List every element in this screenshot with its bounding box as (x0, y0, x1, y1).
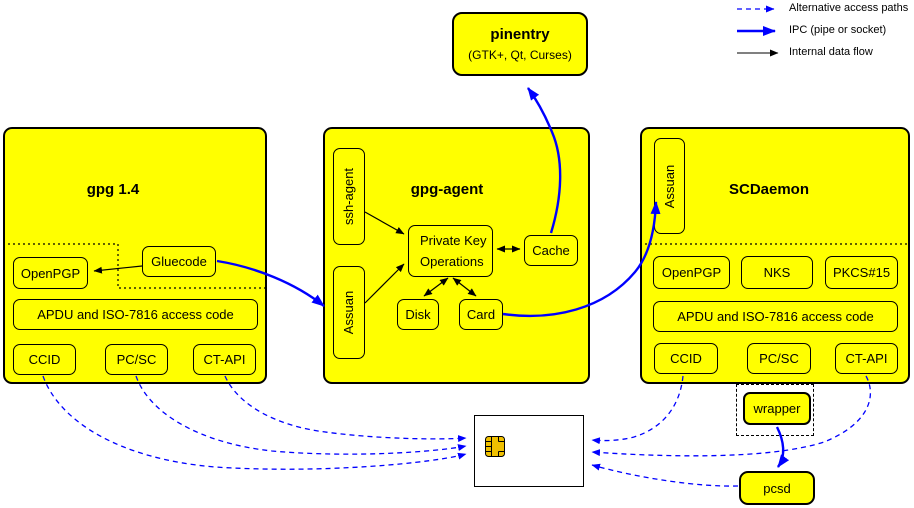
legend-label-alternative-access: Alternative access paths (789, 2, 909, 14)
ccid-node-gpg14: CCID (13, 344, 76, 375)
openpgp-node-gpg14: OpenPGP (13, 257, 88, 289)
alt-ctapi-scdaemon-to-card (591, 375, 872, 457)
smartcard (474, 415, 584, 487)
alt-pcsc-gpg14-to-card (135, 375, 467, 455)
pko-line1: Private Key (420, 233, 487, 248)
alt-ccid-scdaemon-to-card (591, 375, 684, 445)
disk-node: Disk (397, 299, 439, 330)
ctapi-node-gpg14: CT-API (193, 344, 256, 375)
assuan-node-gpg-agent: Assuan (333, 266, 365, 359)
pcsd-node: pcsd (739, 471, 815, 505)
assuan-node-scdaemon: Assuan (654, 138, 685, 234)
pinentry-node: pinentry (GTK+, Qt, Curses) (452, 12, 588, 76)
alt-ccid-gpg14-to-card (42, 375, 467, 470)
apdu-access-node-gpg14: APDU and ISO-7816 access code (13, 299, 258, 330)
pcsc-node-scdaemon: PC/SC (747, 343, 811, 374)
ssh-agent-node: ssh-agent (333, 148, 365, 245)
legend-label-internal-data-flow: Internal data flow (789, 46, 873, 58)
pko-line2: Operations (420, 254, 484, 269)
nks-node: NKS (741, 256, 813, 289)
assuan-label-scdaemon: Assuan (662, 164, 677, 208)
assuan-label-gpg-agent: Assuan (341, 290, 357, 335)
pinentry-title: pinentry (490, 26, 550, 43)
alt-ctapi-gpg14-to-card (224, 375, 467, 443)
pinentry-subtitle: (GTK+, Qt, Curses) (468, 48, 572, 62)
legend-label-ipc: IPC (pipe or socket) (789, 24, 887, 36)
smartcard-chip-icon (485, 436, 505, 457)
apdu-access-node-scdaemon: APDU and ISO-7816 access code (653, 301, 898, 332)
alt-pcsd-to-card (591, 463, 739, 487)
ctapi-node-scdaemon: CT-API (835, 343, 898, 374)
legend-arrow-glyphs (737, 5, 779, 57)
card-node: Card (459, 299, 503, 330)
gpg-agent-title: gpg-agent (410, 181, 484, 198)
cache-node: Cache (524, 235, 578, 266)
openpgp-node-scdaemon: OpenPGP (653, 256, 730, 289)
scdaemon-title: SCDaemon (728, 181, 810, 198)
gpg14-title: gpg 1.4 (86, 181, 140, 198)
private-key-operations-node: Private Key Operations (408, 225, 493, 277)
pkcs15-node: PKCS#15 (825, 256, 898, 289)
ccid-node-scdaemon: CCID (654, 343, 718, 374)
ssh-agent-label: ssh-agent (341, 167, 357, 226)
wrapper-node: wrapper (743, 392, 811, 425)
gluecode-node: Gluecode (142, 246, 216, 277)
pcsc-node-gpg14: PC/SC (105, 344, 168, 375)
